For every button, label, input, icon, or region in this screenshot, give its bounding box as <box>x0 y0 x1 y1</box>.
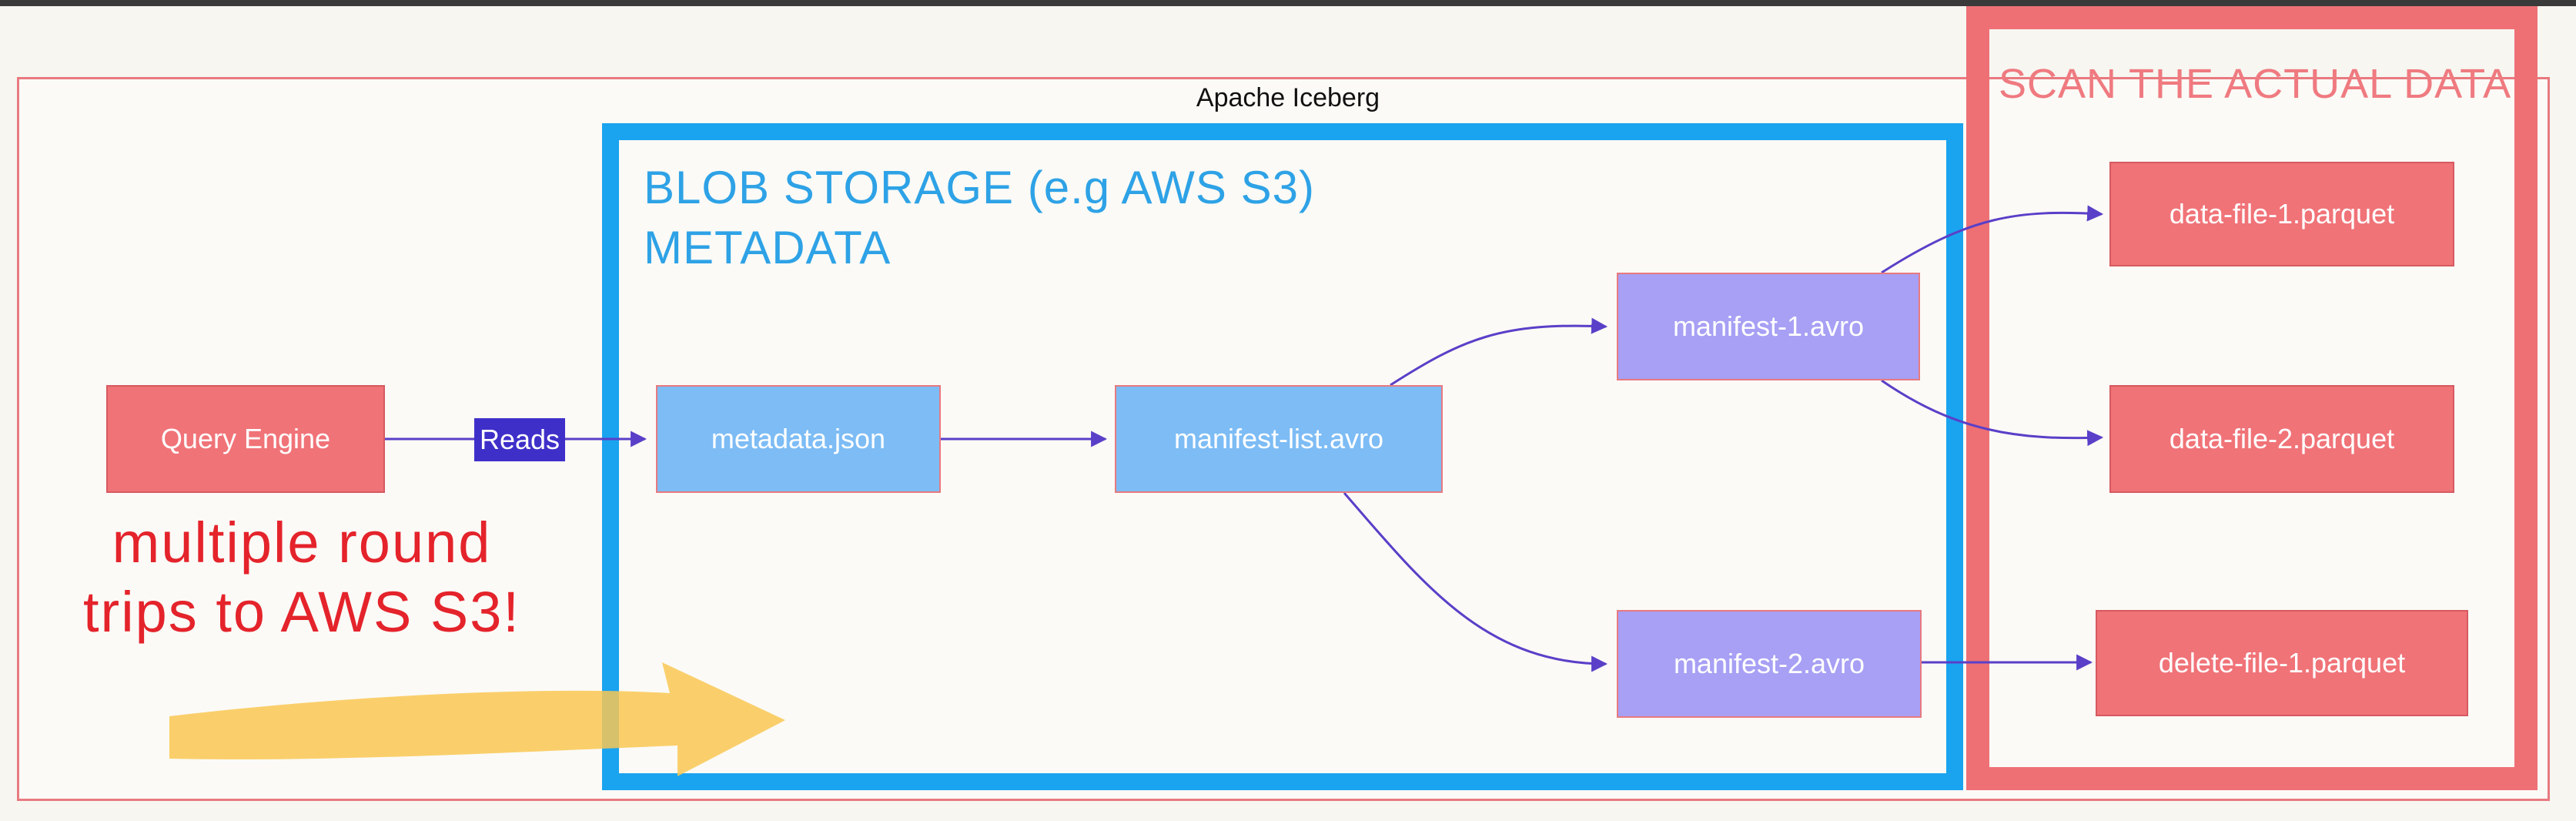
node-data-file-1-parquet: data-file-1.parquet <box>2109 162 2454 266</box>
node-manifest-2-avro: manifest-2.avro <box>1617 610 1922 718</box>
node-manifest-list-avro: manifest-list.avro <box>1115 385 1443 493</box>
node-query-engine: Query Engine <box>106 385 385 493</box>
scan-data-box <box>1966 6 2538 790</box>
node-manifest-1-avro: manifest-1.avro <box>1617 273 1920 380</box>
callout-line-1: multiple round <box>112 511 492 575</box>
edge-manifest-1-to-data-file-1 <box>1881 205 2104 274</box>
callout-line-2: trips to AWS S3! <box>83 580 520 644</box>
node-data-file-2-parquet: data-file-2.parquet <box>2109 385 2454 493</box>
blob-storage-title: BLOB STORAGE (e.g AWS S3) METADATA <box>644 158 1315 278</box>
edge-manifest-1-to-data-file-2 <box>1881 379 2104 447</box>
node-metadata-json: metadata.json <box>656 385 941 493</box>
edge-manifest-list-to-manifest-2 <box>1343 492 1608 672</box>
hand-drawn-arrow-annotation <box>169 662 785 776</box>
edge-manifest-list-to-manifest-1 <box>1390 317 1608 387</box>
blob-storage-box <box>602 123 1963 790</box>
blob-title-line-2: METADATA <box>644 222 892 273</box>
blob-title-line-1: BLOB STORAGE (e.g AWS S3) <box>644 162 1315 213</box>
frame-title: Apache Iceberg <box>1196 83 1380 112</box>
edge-label-reads: Reads <box>474 418 565 461</box>
top-bar <box>0 0 2576 6</box>
callout-round-trips: multiple round trips to AWS S3! <box>83 508 520 647</box>
node-delete-file-1-parquet: delete-file-1.parquet <box>2096 610 2468 716</box>
scan-data-title: SCAN THE ACTUAL DATA <box>1999 61 2512 107</box>
